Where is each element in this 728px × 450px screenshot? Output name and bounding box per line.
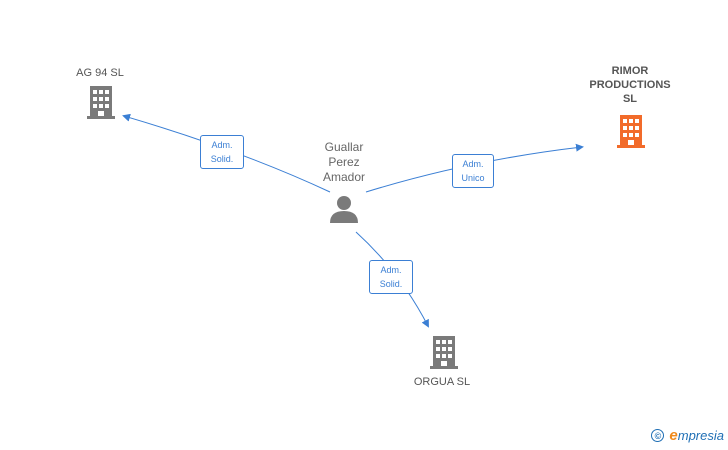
building-icon[interactable] [430,336,458,369]
company-label-rimor[interactable]: RIMOR PRODUCTIONS SL [572,64,688,106]
edge-badge-line: Adm. [462,159,484,169]
company-label-line: SL [622,93,638,105]
building-icon-highlight[interactable] [617,115,645,148]
edge-badge-line: Solid. [379,279,403,289]
company-label-orgua[interactable]: ORGUA SL [413,376,471,388]
edge-badge-line: Solid. [210,154,234,164]
edge-badge-rimor: Adm. Unico [452,154,494,188]
edge-badge-ag94: Adm. Solid. [200,135,244,169]
person-label[interactable]: Guallar Perez Amador [302,140,386,185]
copyright-icon: © [651,429,665,442]
edge-badge-line: Adm. [211,140,233,150]
person-label-line: Amador [322,170,366,184]
brand-logo: empresia [669,427,724,444]
edge-badge-line: Adm. [380,265,402,275]
company-label-line: PRODUCTIONS [589,79,671,91]
footer-brand[interactable]: © empresia [651,427,724,444]
company-label-line: RIMOR [611,65,649,77]
person-label-line: Guallar [324,140,364,154]
company-label-ag94[interactable]: AG 94 SL [76,67,124,79]
person-label-line: Perez [328,155,360,169]
edge-badge-line: Unico [461,173,485,183]
person-icon[interactable] [330,196,358,223]
edge-badge-orgua: Adm. Solid. [369,260,413,294]
building-icon[interactable] [87,86,115,119]
